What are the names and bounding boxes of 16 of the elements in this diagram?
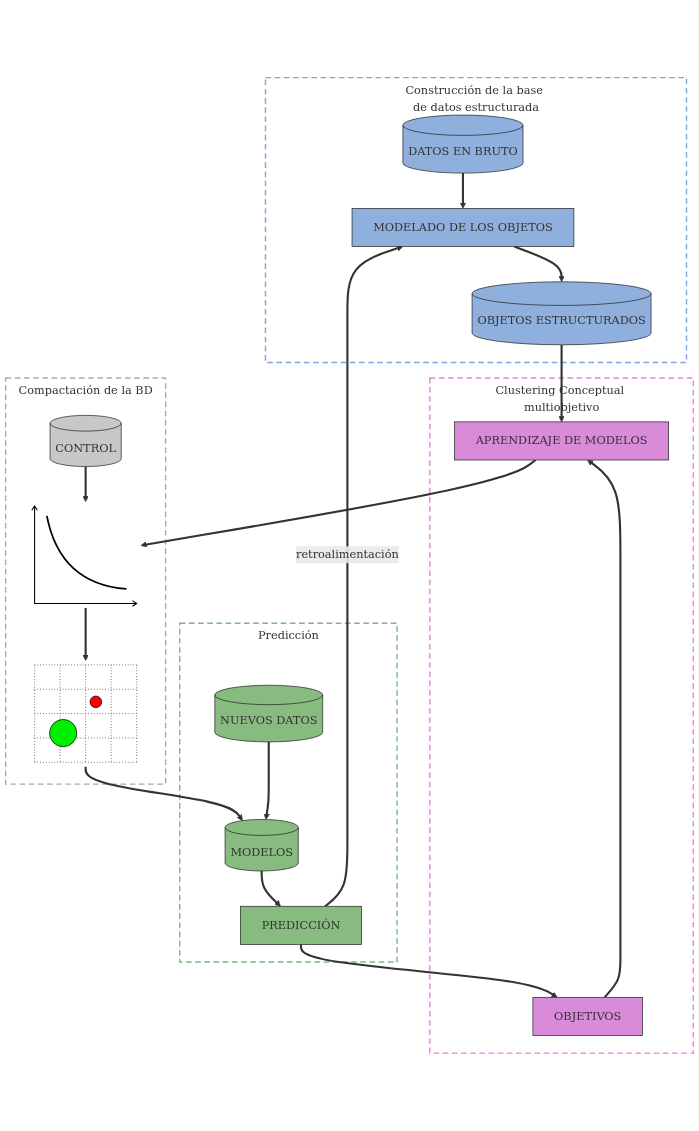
edge-label: retroalimentación [296, 547, 399, 562]
arrow [260, 871, 281, 907]
arrow [140, 459, 537, 548]
node-box: PREDICCIÓN [240, 906, 362, 945]
arrow [558, 344, 565, 423]
node-box: APRENDIZAJE DE MODELOS [454, 421, 669, 461]
arrow [324, 245, 404, 908]
node-box: OBJETIVOS [532, 997, 643, 1036]
arrow [459, 173, 467, 209]
arrow [82, 466, 89, 503]
arrow [513, 245, 565, 283]
arrow [263, 742, 270, 820]
arrow [84, 766, 243, 822]
node-box: MODELADO DE LOS OBJETOS [351, 208, 575, 247]
arrow [82, 607, 89, 662]
arrow [587, 459, 622, 999]
